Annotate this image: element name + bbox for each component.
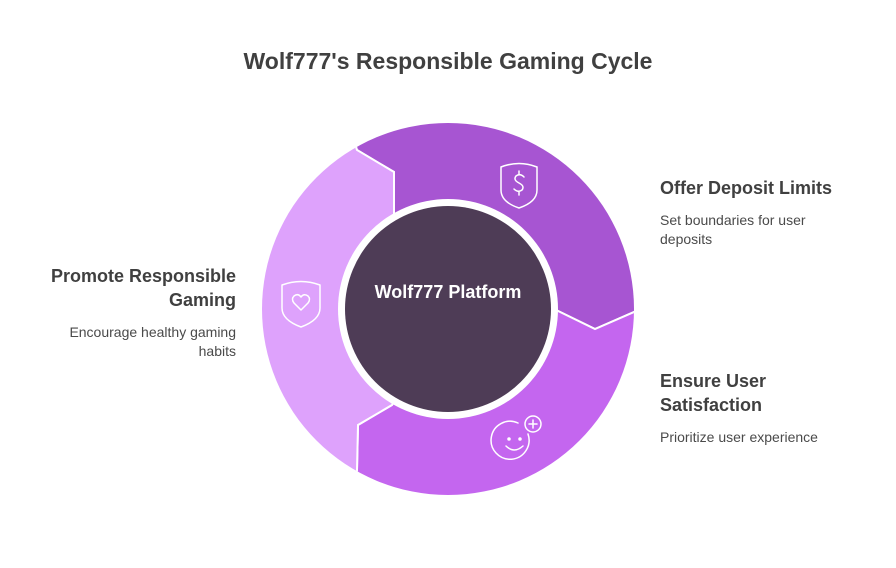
center-circle (345, 206, 551, 412)
step-title-ensure-user-satisfaction: Ensure User Satisfaction (660, 371, 767, 415)
step-desc-promote-responsible-gaming: Encourage healthy gaming habits (69, 324, 236, 359)
step-desc-offer-deposit-limits: Set boundaries for user deposits (660, 212, 806, 247)
segment-promote-responsible-gaming (262, 123, 450, 495)
step-title-offer-deposit-limits: Offer Deposit Limits (660, 178, 833, 198)
step-desc-ensure-user-satisfaction: Prioritize user experience (660, 429, 818, 445)
shield-dollar-icon (500, 162, 538, 209)
step-title-promote-responsible-gaming: Promote Responsible Gaming (50, 266, 236, 310)
smiley-plus-icon (490, 415, 542, 461)
center-label: Wolf777 Platform (374, 282, 522, 302)
diagram-title: Wolf777's Responsible Gaming Cycle (243, 48, 653, 74)
shield-heart-icon (281, 280, 321, 328)
